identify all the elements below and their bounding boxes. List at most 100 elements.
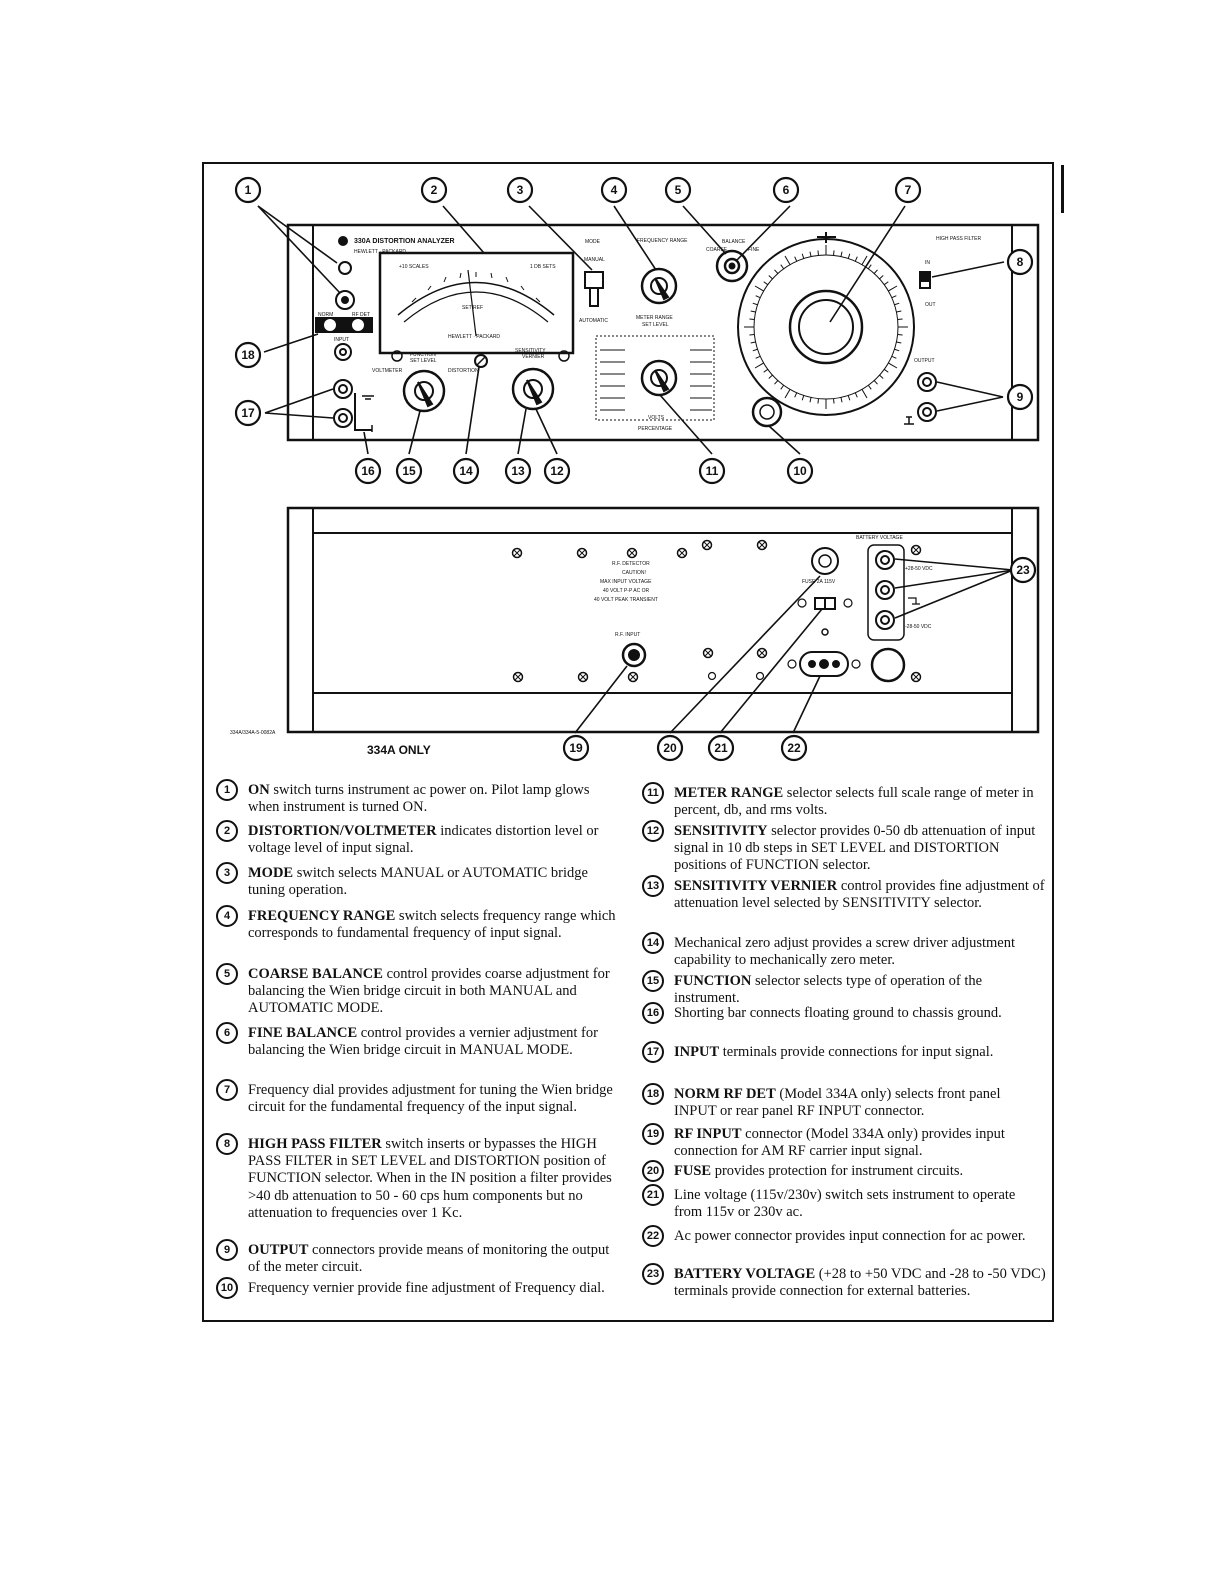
leader-lines (257, 205, 1014, 734)
callout-number-22: 22 (787, 741, 801, 755)
dial-tick (817, 250, 819, 256)
distortion-label: DISTORTION (448, 368, 479, 374)
coarse-label: COARSE (706, 247, 728, 253)
meter-scale-right: 1 DB SETS (530, 264, 556, 270)
frequency-range-switch[interactable] (640, 267, 678, 305)
dial-tick (896, 341, 902, 344)
output-connector-bottom[interactable] (917, 402, 937, 422)
description-text: provides protection for instrument circu… (711, 1163, 964, 1179)
description-keyword: ON (248, 782, 270, 798)
vernier-label: VERNIER (522, 354, 545, 360)
description-text: selector selects full scale range of met… (674, 785, 1034, 819)
screw (756, 539, 768, 551)
description-number: 17 (642, 1041, 664, 1063)
rf-input-connector[interactable] (621, 642, 647, 668)
callout-circle-7 (894, 176, 922, 204)
callout-circle-18 (234, 341, 262, 369)
caution-label: CAUTION! (622, 570, 646, 576)
fine-label: FINE (748, 247, 760, 253)
dial-tick (750, 341, 756, 344)
dial-tick (801, 395, 805, 401)
sensitivity-selector[interactable] (511, 367, 555, 411)
input-terminal-low[interactable] (333, 408, 353, 428)
dial-tick (888, 285, 898, 292)
front-panel (286, 223, 1040, 442)
description-text: Ac power connector provides input connec… (674, 1228, 1026, 1244)
callout-number-7: 7 (905, 183, 912, 197)
shorting-bar[interactable] (354, 393, 372, 431)
battery-terminal-plus[interactable] (875, 550, 895, 570)
screw (910, 671, 922, 683)
callout-circle-15 (395, 457, 423, 485)
dial-tick (749, 318, 755, 320)
callout-circle-6 (772, 176, 800, 204)
description-text: Frequency dial provides adjustment for t… (248, 1082, 613, 1116)
callout-number-5: 5 (675, 183, 682, 197)
on-switch[interactable] (335, 290, 355, 310)
fine-balance-control[interactable] (723, 257, 741, 275)
frequency-vernier[interactable] (751, 396, 783, 428)
description-keyword: RF INPUT (674, 1126, 742, 1142)
hpf-label: HIGH PASS FILTER (936, 236, 981, 242)
dial-tick (854, 256, 858, 262)
dial-tick (873, 380, 878, 385)
meter-needle (467, 269, 477, 337)
ac-power-connector[interactable] (799, 651, 849, 677)
battery-terminal-ground[interactable] (875, 580, 895, 600)
callout-circle-3 (506, 176, 534, 204)
minus-vdc-label: -28-50 VDC (905, 624, 932, 630)
callout-circle-22 (780, 734, 808, 762)
callout-number-21: 21 (714, 741, 728, 755)
dial-tick (784, 255, 791, 265)
function-selector[interactable] (402, 369, 446, 413)
dial-tick (768, 374, 773, 379)
description-text: connectors provide means of monitoring t… (248, 1242, 610, 1276)
input-terminal-top[interactable] (334, 343, 352, 361)
dial-tick (752, 348, 758, 352)
plus-vdc-label: +28-50 VDC (905, 566, 933, 572)
callout-number-3: 3 (517, 183, 524, 197)
description-number: 3 (216, 862, 238, 884)
description-text: switch selects MANUAL or AUTOMATIC bridg… (248, 865, 588, 899)
callout-circle-16 (354, 457, 382, 485)
dial-tick (897, 334, 903, 336)
frequency-dial[interactable] (737, 238, 915, 416)
callout-circle-8 (1006, 248, 1034, 276)
callout-circle-17 (234, 399, 262, 427)
distortion-voltmeter (378, 251, 575, 355)
description-text: selector selects type of operation of th… (674, 973, 983, 1007)
coarse-balance-control[interactable] (715, 249, 749, 283)
dial-tick (879, 374, 884, 379)
fuse[interactable] (811, 547, 839, 575)
battery-terminal-minus[interactable] (875, 610, 895, 630)
description-number: 20 (642, 1160, 664, 1182)
dial-tick (861, 255, 868, 265)
sensitivity-label: SENSITIVITY (515, 348, 546, 354)
description-number: 1 (216, 779, 238, 801)
callout-number-18: 18 (241, 348, 255, 362)
high-pass-filter-switch[interactable] (919, 271, 931, 289)
mode-switch[interactable] (584, 271, 604, 289)
description-number: 10 (216, 1277, 238, 1299)
description-number: 14 (642, 932, 664, 954)
dial-tick (847, 253, 851, 259)
dial-tick (888, 362, 898, 369)
dial-tick (891, 355, 897, 359)
dial-tick (897, 318, 903, 320)
output-connector-top[interactable] (917, 372, 937, 392)
input-terminal-mid[interactable] (333, 379, 353, 399)
description-keyword: HIGH PASS FILTER (248, 1136, 382, 1152)
description-number: 7 (216, 1079, 238, 1101)
meter-range-selector[interactable] (640, 359, 678, 397)
screw (511, 547, 523, 559)
description-number: 16 (642, 1002, 664, 1024)
rf-detector-label: R.F. DETECTOR (612, 561, 650, 567)
mechanical-zero-adjust[interactable] (474, 354, 488, 368)
